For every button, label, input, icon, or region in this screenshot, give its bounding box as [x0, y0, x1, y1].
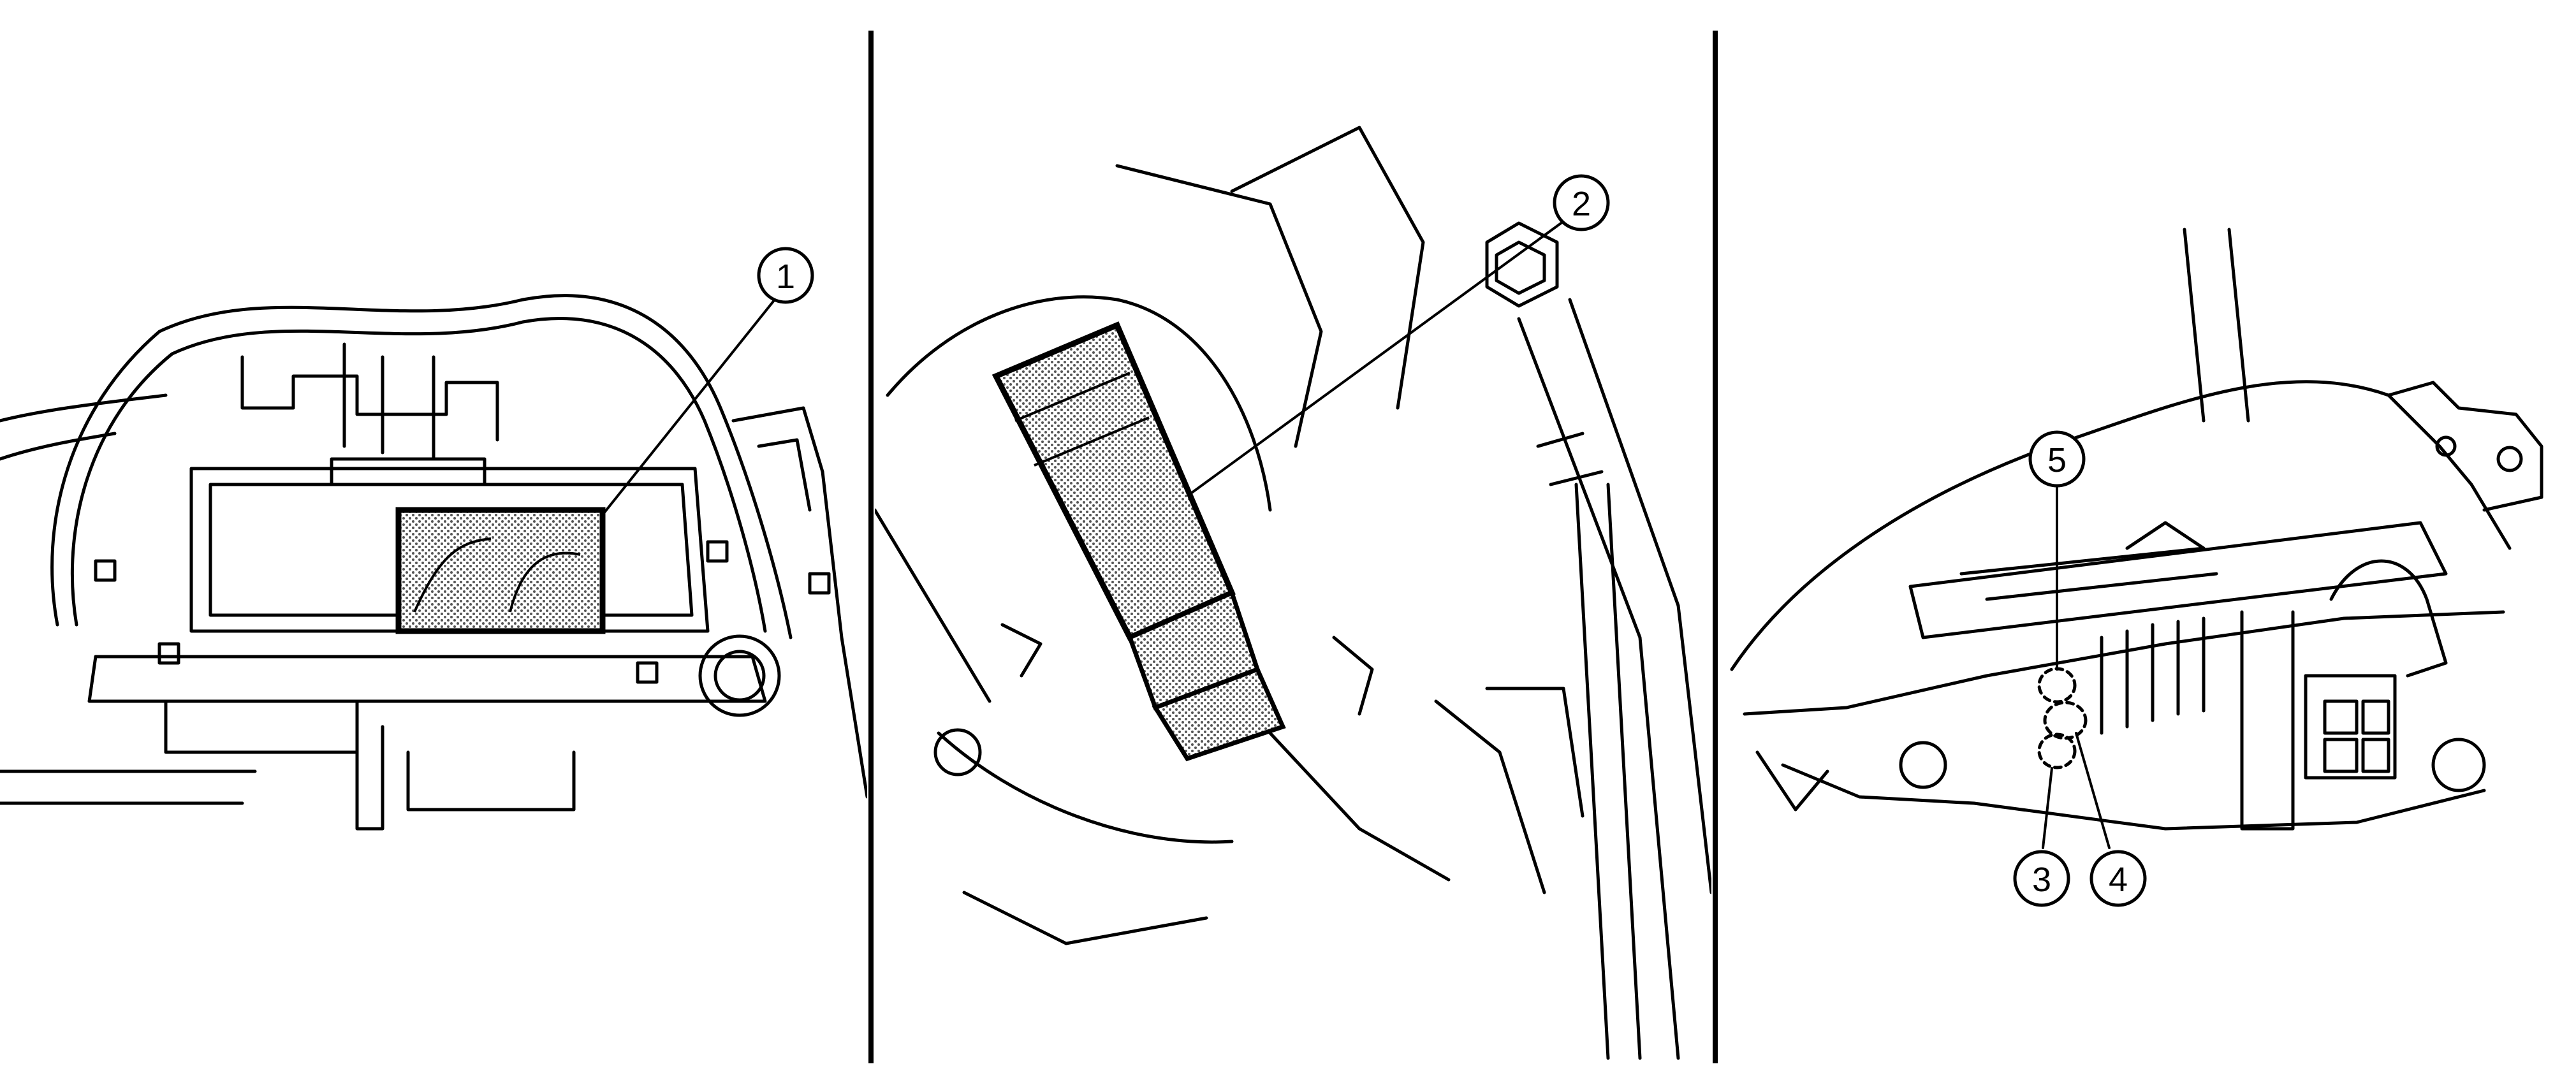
location-4-marker — [2043, 701, 2088, 740]
callout-1-label: 1 — [776, 258, 795, 296]
callout-2-leader — [1167, 215, 1571, 511]
callout-1-circle — [757, 247, 814, 304]
callout-2-circle — [1553, 174, 1610, 231]
callout-3-circle — [2013, 850, 2070, 907]
console-opening-drawing: 1 — [0, 247, 867, 831]
shaft-edge-1 — [1517, 317, 1680, 1060]
bezel-outline — [50, 294, 793, 639]
highlighted-part-1 — [395, 507, 606, 634]
console-opening — [189, 467, 710, 633]
callout-3-leader — [2042, 767, 2053, 849]
callout-2-label: 2 — [1572, 185, 1591, 223]
location-3-marker — [2037, 732, 2077, 769]
callout-1-leader — [595, 298, 776, 524]
callout-4-leader — [2075, 732, 2111, 849]
location-5-marker — [2037, 667, 2077, 704]
lower-trim — [87, 655, 767, 703]
highlighted-sensor-2 — [992, 321, 1236, 641]
shifter-assembly-drawing: 5 3 4 — [1730, 228, 2543, 907]
panel-console-opening: 1 — [0, 0, 867, 1085]
callout-3-label: 3 — [2032, 861, 2051, 899]
panel-sensor-detail: 2 — [875, 0, 1711, 1085]
callout-5-label: 5 — [2047, 441, 2067, 479]
sensor-tip — [1152, 666, 1286, 762]
panel-shifter-assembly: 5 3 4 — [1719, 0, 2576, 1085]
callout-5-circle — [2028, 430, 2086, 488]
callout-4-label: 4 — [2109, 861, 2128, 899]
panel-divider-2 — [1713, 31, 1718, 1063]
callout-4-circle — [2089, 850, 2147, 907]
round-knob — [698, 634, 781, 717]
bolt-head — [1485, 221, 1559, 308]
panel-divider-1 — [868, 31, 874, 1063]
sensor-detail-drawing: 2 — [875, 126, 1711, 1060]
